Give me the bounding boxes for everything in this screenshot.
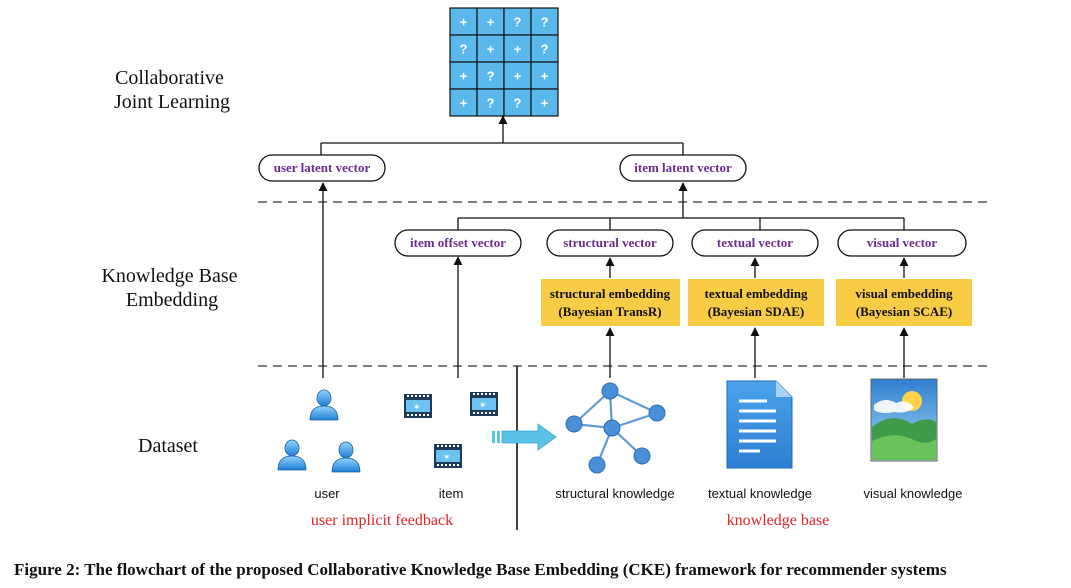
document-icon <box>726 380 793 469</box>
section-label-collab-line1: Collaborative <box>115 67 224 89</box>
right-arrow-icon <box>492 423 557 451</box>
item-latent-vector-label: item latent vector <box>634 160 732 175</box>
user-latent-vector: user latent vector <box>258 154 386 182</box>
user-latent-vector-label: user latent vector <box>274 160 371 175</box>
group-label-kb: knowledge base <box>727 512 830 529</box>
structural-embedding-title: structural embedding <box>550 286 671 301</box>
film-strip-icon: ✶ <box>434 444 462 468</box>
structural-embedding-box: structural embedding (Bayesian TransR) <box>541 279 680 326</box>
matrix-cell-symbol: + <box>514 69 522 84</box>
matrix-cell <box>530 7 559 36</box>
matrix-cell-symbol: + <box>514 42 522 57</box>
section-label-dataset: Dataset <box>138 435 198 457</box>
matrix-cell-symbol: + <box>541 69 549 84</box>
structural-vector: structural vector <box>546 229 674 257</box>
svg-text:✶: ✶ <box>413 403 421 413</box>
user-icon-group <box>277 389 361 473</box>
svg-text:✶: ✶ <box>479 401 487 411</box>
matrix-cell-symbol: ? <box>514 96 522 111</box>
group-label-feedback: user implicit feedback <box>311 512 453 529</box>
user-icon <box>331 441 361 473</box>
visual-embedding-title: visual embedding <box>855 286 953 301</box>
graph-network-icon <box>565 382 666 474</box>
matrix-cell-symbol: ? <box>541 15 549 30</box>
matrix-cell-symbol: + <box>460 69 468 84</box>
section-label-kbe-line2: Embedding <box>126 289 218 311</box>
svg-text:✶: ✶ <box>443 453 451 463</box>
structural-vector-label: structural vector <box>563 235 657 250</box>
film-strip-icon: ✶ <box>404 394 432 418</box>
source-label-textual: textual knowledge <box>708 486 812 501</box>
source-label-visual: visual knowledge <box>863 486 962 501</box>
item-latent-vector: item latent vector <box>619 154 747 182</box>
matrix-cell-symbol: ? <box>487 96 495 111</box>
connectors <box>318 115 909 378</box>
item-offset-vector-label: item offset vector <box>410 235 506 250</box>
matrix-cell-symbol: + <box>487 15 495 30</box>
figure-caption: Figure 2: The flowchart of the proposed … <box>14 560 947 579</box>
matrix-cell <box>530 34 559 63</box>
matrix-cell-symbol: + <box>460 96 468 111</box>
user-icon <box>277 439 307 471</box>
textual-vector-label: textual vector <box>717 235 793 250</box>
item-icon-group: ✶ ✶ ✶ <box>404 392 498 468</box>
source-label-user: user <box>314 486 340 501</box>
matrix-cell-symbol: + <box>460 15 468 30</box>
section-label-collab-line2: Joint Learning <box>114 91 230 113</box>
section-label-kbe: Knowledge Base Embedding <box>101 265 242 311</box>
matrix-cell <box>449 88 478 117</box>
visual-vector: visual vector <box>837 229 967 257</box>
matrix-cell-symbol: ? <box>460 42 468 57</box>
matrix-cell-symbol: ? <box>541 42 549 57</box>
textual-embedding-method: (Bayesian SDAE) <box>708 304 804 319</box>
film-strip-icon: ✶ <box>470 392 498 416</box>
user-icon <box>309 389 339 421</box>
section-label-collab: Collaborative Joint Learning <box>114 67 230 113</box>
matrix-cell-symbol: ? <box>487 69 495 84</box>
matrix-cell-symbol: ? <box>514 15 522 30</box>
matrix-cell <box>530 61 559 90</box>
source-label-structural: structural knowledge <box>555 486 674 501</box>
textual-vector: textual vector <box>691 229 819 257</box>
visual-vector-label: visual vector <box>867 235 938 250</box>
item-offset-vector: item offset vector <box>394 229 522 257</box>
matrix-cell <box>476 61 505 90</box>
textual-embedding-title: textual embedding <box>705 286 808 301</box>
matrix-cell-symbol: + <box>541 96 549 111</box>
matrix-cell <box>530 88 559 117</box>
source-label-item: item <box>439 486 464 501</box>
rating-matrix: + +??? + +? +? + + +?? + <box>449 7 559 117</box>
section-label-kbe-line1: Knowledge Base <box>101 265 237 287</box>
visual-embedding-box: visual embedding (Bayesian SCAE) <box>836 279 972 326</box>
matrix-cell-symbol: + <box>487 42 495 57</box>
structural-embedding-method: (Bayesian TransR) <box>558 304 661 319</box>
landscape-image-icon <box>870 378 938 462</box>
visual-embedding-method: (Bayesian SCAE) <box>856 304 952 319</box>
textual-embedding-box: textual embedding (Bayesian SDAE) <box>688 279 824 326</box>
matrix-cell <box>476 88 505 117</box>
